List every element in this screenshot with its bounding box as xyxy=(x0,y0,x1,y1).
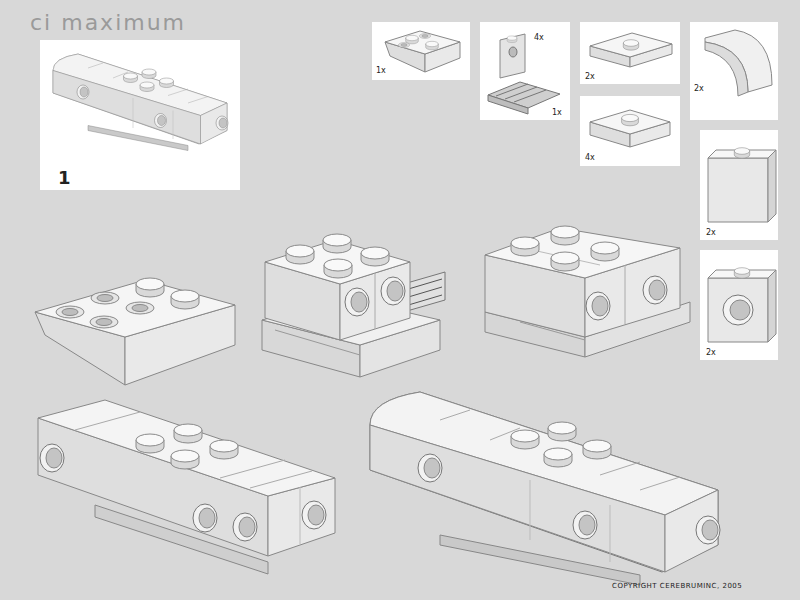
part-count: 4x xyxy=(534,33,544,42)
part-panel xyxy=(580,96,680,166)
page-title: ci maximum xyxy=(30,10,186,35)
part-panel: 4x 1x xyxy=(480,22,570,120)
assembly-step-e xyxy=(370,392,720,585)
part-panel xyxy=(700,250,778,360)
part-panel: 2x xyxy=(580,22,680,84)
curved-slope-part xyxy=(705,30,772,96)
part-panel xyxy=(480,22,570,120)
plate-part xyxy=(590,33,672,67)
part-count: 1x xyxy=(376,66,386,75)
assembly-step-b xyxy=(262,234,445,377)
assembly-step-d xyxy=(38,400,335,574)
part-panel: 2x xyxy=(700,130,778,240)
copyright-note: COPYRIGHT CEREBRUMINC, 2005 xyxy=(612,582,742,590)
assembly-step-a xyxy=(35,278,235,385)
slope-part xyxy=(385,31,460,72)
part-count: 2x xyxy=(706,228,716,237)
part-panel xyxy=(690,22,778,120)
step-panel: 1 xyxy=(40,40,240,191)
step-panel xyxy=(40,40,240,190)
part-panel xyxy=(580,22,680,84)
step-number: 1 xyxy=(58,168,71,189)
part-panel: 2x xyxy=(700,250,778,360)
part-count: 2x xyxy=(694,84,704,93)
technic-brick-part xyxy=(708,268,776,342)
assembly-step-c xyxy=(485,226,690,357)
part-panel: 1x xyxy=(372,22,470,80)
bracket-part xyxy=(488,34,560,114)
part-count: 2x xyxy=(706,348,716,357)
part-panel xyxy=(700,130,778,240)
plate-part xyxy=(590,110,670,147)
part-count: 1x xyxy=(552,108,562,117)
brick-part xyxy=(708,148,776,222)
part-panel: 4x xyxy=(580,96,680,166)
part-panel: 2x xyxy=(690,22,778,120)
part-panel xyxy=(372,22,470,80)
part-count: 2x xyxy=(585,72,595,81)
part-count: 4x xyxy=(585,153,595,162)
